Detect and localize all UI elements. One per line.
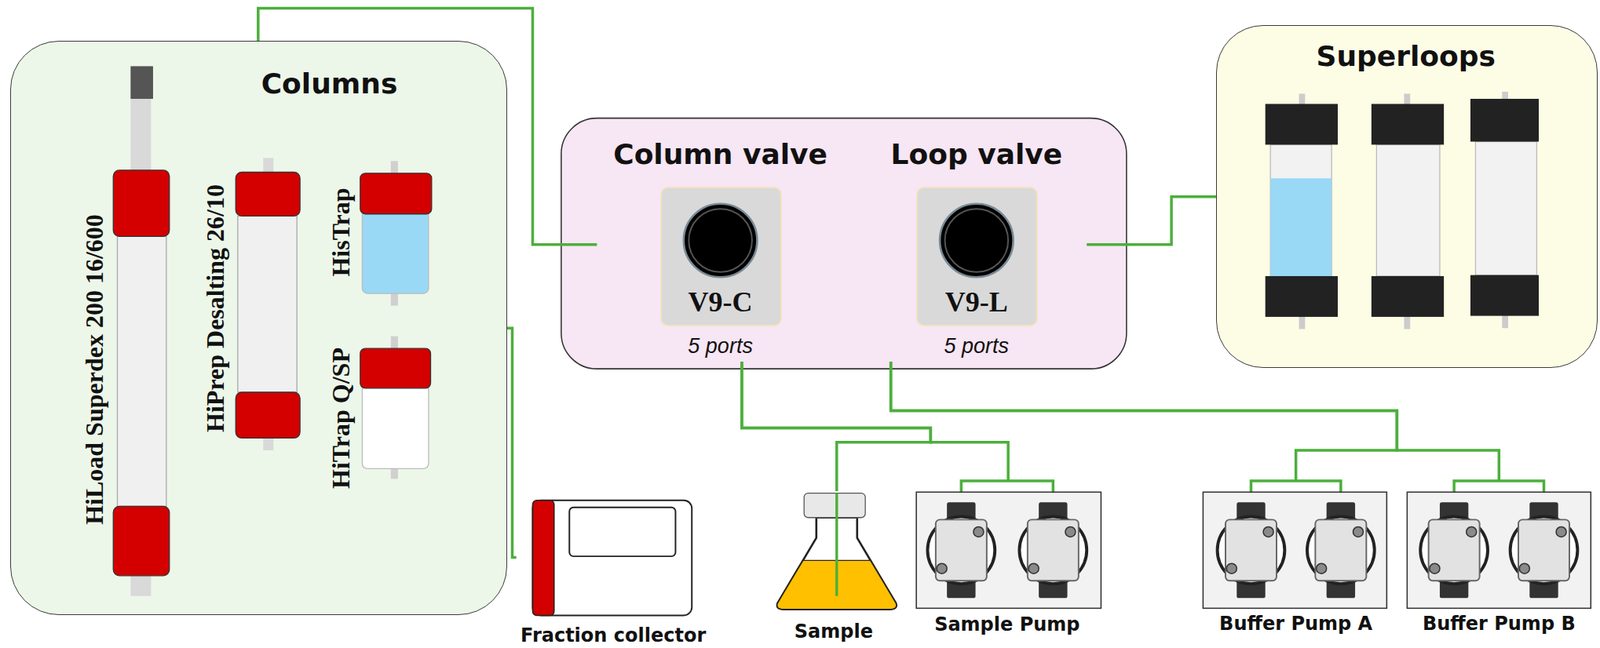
hiload-column-part (130, 65, 154, 99)
tubing-connector (741, 361, 1053, 503)
valve-id: V9-L (945, 287, 1009, 319)
valve-knob-part (683, 204, 758, 278)
valve-title: Column valve (613, 139, 828, 172)
column-label: HisTrap (327, 187, 355, 277)
valve-knob-part (688, 208, 753, 273)
tubing-connector (1086, 197, 1217, 245)
pump-unit (916, 492, 1591, 609)
superloop-tube-part (1470, 275, 1539, 317)
hitrap-column-part (390, 336, 399, 480)
sample-flask (777, 493, 897, 611)
pump-unit-part (1307, 502, 1375, 599)
pump-box: Buffer Pump B (1406, 492, 1591, 640)
hiload-column-part (130, 65, 151, 596)
tubing-connector (891, 361, 1545, 503)
histrap-column-part (361, 208, 428, 294)
device-label: Buffer Pump A (1219, 613, 1373, 635)
valve-knob-part (939, 204, 1014, 278)
hitrap-column (360, 336, 432, 480)
sample-flask-part (803, 493, 866, 519)
valve-panel (561, 118, 1127, 369)
superloop-tube-part (1475, 142, 1537, 276)
pump-unit-part (1202, 492, 1387, 609)
column-item: HisTrap (325, 158, 435, 310)
sample-flask-part (835, 493, 838, 597)
superloop-tube-part (1265, 103, 1338, 145)
sample-flask-part (777, 518, 897, 611)
hiprep-column-part (263, 157, 274, 451)
pump-unit-part (927, 502, 995, 599)
pump-unit-part (1510, 502, 1579, 599)
pump-unit-part (916, 492, 1101, 609)
tubing-connector (891, 361, 1398, 503)
fraction-collector-device-part (532, 500, 692, 617)
valve-title: Loop valve (890, 139, 1063, 172)
fraction-collector-device-part (569, 507, 676, 557)
pump-box: Buffer Pump A (1202, 492, 1387, 640)
superloop-tube-part (1501, 91, 1509, 329)
hitrap-column-part (360, 348, 432, 389)
valve-knob (683, 204, 1014, 278)
superloops-panel: Superloops (1216, 25, 1598, 368)
port-count: 5 ports (687, 335, 753, 359)
pump-unit-part (1019, 502, 1087, 599)
superloop-tube-part (1265, 276, 1338, 318)
valve-box: Loop valveV9-L 5 ports (867, 130, 1087, 362)
tubing-connector (507, 328, 517, 558)
column-label: HiPrep Desalting 26/10 (202, 184, 231, 433)
superloop-tube-part (1371, 276, 1444, 318)
superloop-tube-part (1470, 98, 1539, 143)
column-item: HiTrap Q/SP (325, 335, 435, 483)
valve-box: Column valveV9-C 5 ports (596, 130, 845, 362)
device-label: Fraction collector (520, 625, 706, 647)
column-item: HiLoad Superdex 200 16/600 (76, 62, 174, 603)
superloop-tube (1265, 91, 1539, 330)
hiprep-column-part (235, 392, 300, 439)
histrap-column-part (360, 173, 432, 215)
fraction-collector-device (532, 500, 692, 617)
column-item: HiPrep Desalting 26/10 (199, 153, 304, 455)
sample-flask-box: Sample (775, 491, 899, 647)
pump-unit-part (1217, 502, 1286, 599)
columns-panel: HiLoad Superdex 200 16/600 HiPrep Desalti… (10, 40, 508, 616)
fraction-collector-device-part (532, 500, 554, 617)
hiload-column (113, 65, 169, 596)
superloop-tube-part (1299, 93, 1306, 329)
hiprep-column-part (237, 215, 297, 393)
device-label: Sample Pump (934, 614, 1080, 636)
pump-box: Sample Pump (916, 492, 1101, 640)
valve-id: V9-C (688, 287, 753, 319)
superloop-tube-part (1270, 144, 1332, 277)
superloop-tube-part (1371, 103, 1444, 145)
sample-flask-part (777, 560, 897, 610)
device-label: Sample (794, 621, 874, 643)
valve-knob-part (945, 208, 1009, 273)
tubing-connector (741, 361, 931, 492)
hiprep-column-part (235, 171, 300, 216)
column-label: HiLoad Superdex 200 16/600 (80, 214, 109, 526)
device-label: Buffer Pump B (1422, 613, 1576, 635)
panel-title: Superloops (1315, 41, 1496, 74)
hiprep-column (235, 157, 300, 451)
histrap-column (360, 160, 432, 306)
port-count: 5 ports (944, 335, 1010, 359)
hiload-column-part (116, 236, 166, 507)
superloop-tube-part (1270, 178, 1332, 277)
pump-unit-part (1406, 492, 1591, 609)
fraction-collector: Fraction collector (516, 497, 715, 648)
column-label: HiTrap Q/SP (327, 348, 355, 490)
hitrap-column-part (361, 385, 428, 469)
pump-unit-part (1420, 502, 1488, 599)
hiload-column-part (113, 170, 169, 237)
panel-title: Columns (261, 69, 399, 101)
histrap-column-part (390, 160, 399, 306)
superloop-tube-part (1403, 93, 1411, 329)
superloop-tube-part (1376, 144, 1440, 277)
hiload-column-part (113, 506, 169, 576)
